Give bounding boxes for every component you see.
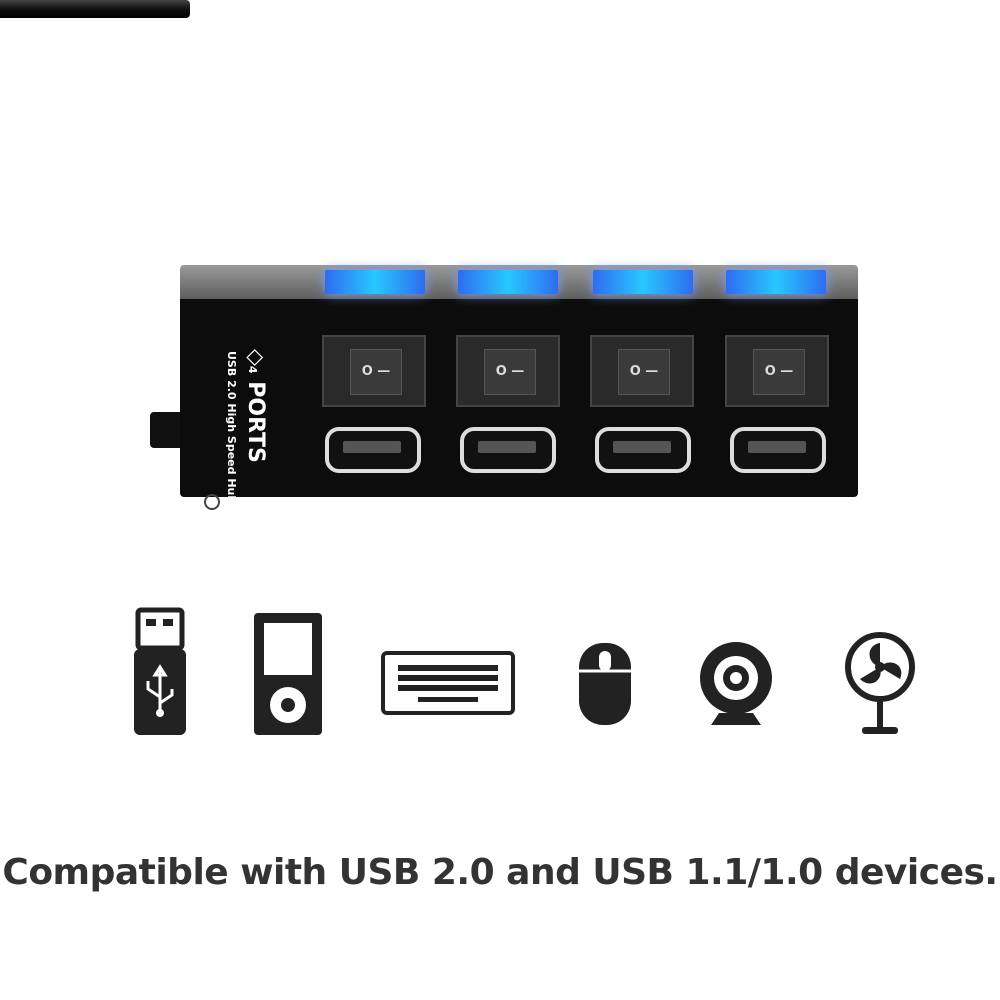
led-indicator-4 — [726, 270, 826, 294]
power-switch-4[interactable]: O — — [725, 335, 829, 407]
usb-port-1[interactable] — [325, 427, 421, 473]
usb-port-3[interactable] — [595, 427, 691, 473]
ports-label: PORTS — [243, 381, 268, 463]
led-indicator-2 — [458, 270, 558, 294]
compatibility-caption: Compatible with USB 2.0 and USB 1.1/1.0 … — [2, 852, 998, 893]
power-switch-1[interactable]: O — — [322, 335, 426, 407]
power-switch-3[interactable]: O — — [590, 335, 694, 407]
usb-flash-drive-icon — [134, 607, 186, 735]
usb-hub: ◇4 PORTS USB 2.0 High Speed Hub O — O — … — [180, 265, 858, 510]
led-indicator-3 — [593, 270, 693, 294]
power-indicator-hole — [204, 494, 220, 510]
hub-label: ◇4 PORTS USB 2.0 High Speed Hub — [214, 349, 274, 519]
usb-cable — [0, 0, 190, 18]
webcam-icon — [700, 642, 772, 725]
mp3-player-icon — [254, 613, 322, 735]
usb-fan-icon — [845, 632, 915, 734]
led-indicator-1 — [325, 270, 425, 294]
ports-badge: ◇4 PORTS — [243, 349, 268, 463]
hub-subtitle: USB 2.0 High Speed Hub — [225, 351, 238, 504]
usb-port-2[interactable] — [460, 427, 556, 473]
keyboard-icon — [381, 651, 515, 715]
usb-port-4[interactable] — [730, 427, 826, 473]
mouse-icon — [579, 643, 631, 725]
power-switch-2[interactable]: O — — [456, 335, 560, 407]
